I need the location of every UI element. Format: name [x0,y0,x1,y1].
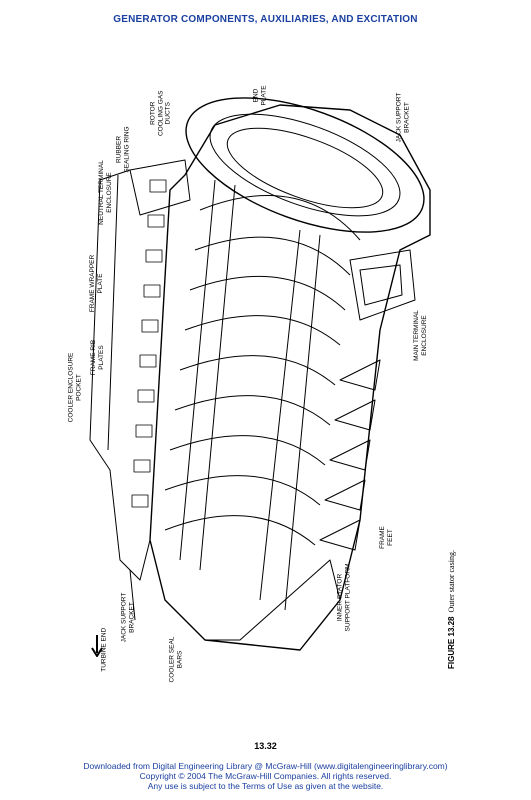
label-frame-rib-plates: FRAME RIB PLATES [90,339,105,376]
page-number: 13.32 [254,741,277,751]
label-neutral-terminal-enclosure: NEUTRAL TERMINAL ENCLOSURE [97,160,113,225]
label-frame-wrapper-plate: FRAME WRAPPER PLATE [89,254,104,313]
label-cooler-seal-bars: COOLER SEAL BARS [168,636,183,683]
footer-line-1[interactable]: Downloaded from Digital Engineering Libr… [83,761,448,771]
figure: END PLATE ROTOR COOLING GAS DUCTS RUBBER… [60,40,480,700]
figure-caption: FIGURE 13.28 Outer stator casing. [447,550,456,669]
label-jack-support-bracket-bottom: JACK SUPPORT BRACKET [120,592,135,643]
label-frame-feet: FRAME FEET [378,526,394,549]
label-inner-stator-support-platform: INNER STATOR SUPPORT PLATFORM [336,563,351,632]
footer-line-2: Copyright © 2004 The McGraw-Hill Compani… [139,771,392,781]
footer-line-3: Any use is subject to the Terms of Use a… [147,781,384,791]
label-jack-support-bracket-top: JACK SUPPORT BRACKET [395,92,410,143]
label-rotor-cooling-gas-ducts: ROTOR COOLING GAS DUCTS [149,90,172,137]
running-head: GENERATOR COMPONENTS, AUXILIARIES, AND E… [113,14,418,25]
turbine-end-arrow-icon [91,635,103,657]
caption-text: Outer stator casing. [446,550,456,613]
label-rubber-sealing-ring: RUBBER SEALING RING [115,126,131,173]
label-main-terminal-enclosure: MAIN TERMINAL ENCLOSURE [412,310,428,361]
footer: Downloaded from Digital Engineering Libr… [0,761,531,791]
label-end-plate: END PLATE [252,85,268,106]
label-cooler-enclosure-pocket: COOLER ENCLOSURE POCKET [67,352,82,423]
caption-number: FIGURE 13.28 [446,616,456,669]
